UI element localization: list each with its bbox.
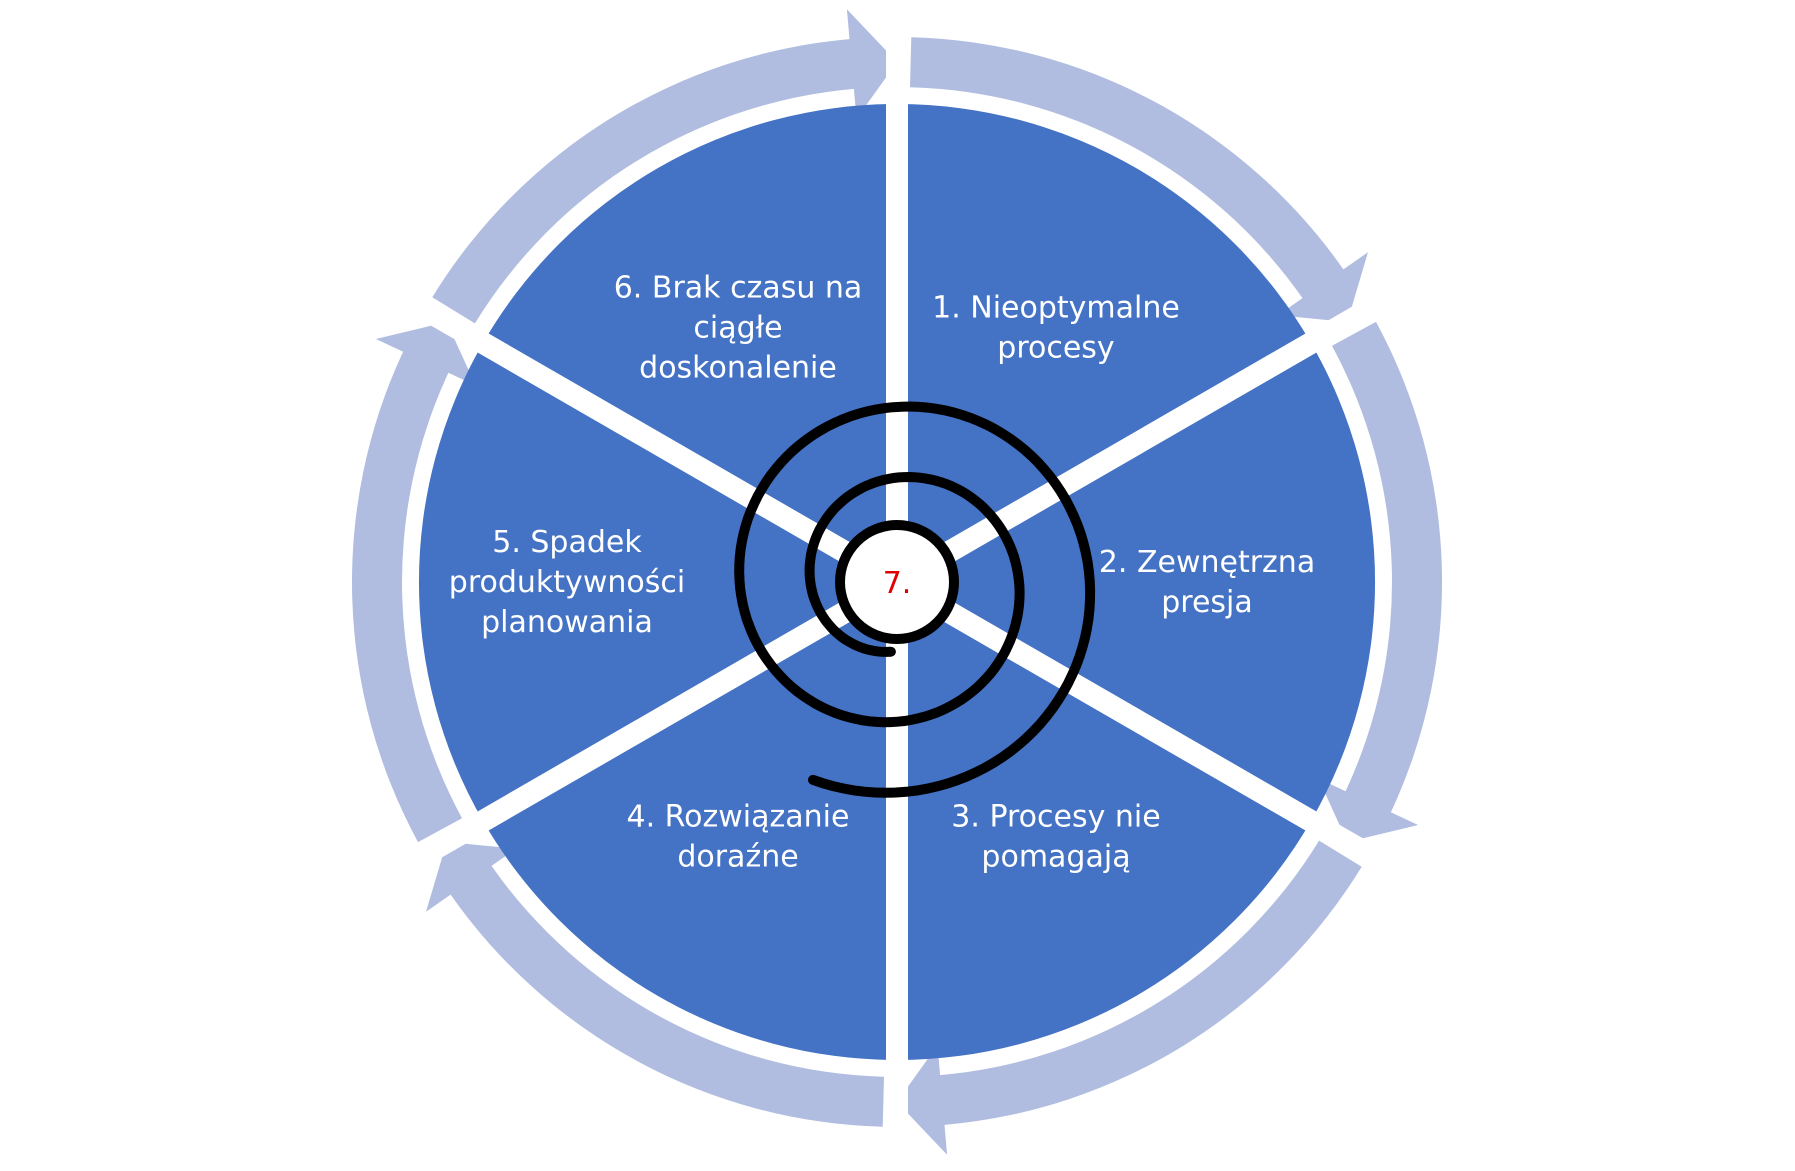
- segment-label-line: ciągłe: [693, 311, 782, 346]
- segment-1: [897, 104, 1311, 582]
- segment-6: [483, 104, 897, 582]
- spiral-icon: [734, 401, 1096, 798]
- segment-label-6: 6. Brak czasu na ciągłe doskonalenie: [614, 271, 863, 386]
- spiral-line: [734, 401, 1096, 798]
- outer-arrow-ring: [351, 9, 1443, 1155]
- segment-label-1: 1. Nieoptymalne procesy: [932, 291, 1180, 366]
- center-label: 7.: [883, 566, 912, 601]
- segment-label-line: planowania: [481, 605, 653, 640]
- segment-4: [483, 582, 897, 1061]
- segment-label-2: 2. Zewnętrzna presja: [1099, 545, 1315, 620]
- cycle-arrow-icon: [351, 322, 476, 843]
- segment-label-line: 6. Brak czasu na: [614, 271, 863, 306]
- cycle-arrow-icon: [1318, 321, 1443, 842]
- segment-label-line: 4. Rozwiązanie: [627, 799, 850, 834]
- center-circle: [835, 520, 959, 644]
- cycle-arrow-icon: [897, 840, 1362, 1155]
- segment-label-3: 3. Procesy nie pomagają: [951, 799, 1160, 874]
- segment-3: [897, 582, 1311, 1061]
- segment-labels: 1. Nieoptymalne procesy 2. Zewnętrzna presj…: [449, 271, 1315, 875]
- segment-label-5: 5. Spadek produktywności planowania: [449, 525, 685, 640]
- segment-label-line: procesy: [997, 331, 1114, 366]
- segment-ring: [418, 104, 1376, 1061]
- segment-label-line: 5. Spadek: [492, 525, 642, 560]
- cycle-arrow-icon: [432, 9, 897, 324]
- segment-5: [418, 343, 897, 821]
- segment-label-4: 4. Rozwiązanie doraźne: [627, 799, 850, 874]
- segment-separator: [891, 572, 1382, 869]
- cycle-arrow-icon: [426, 842, 884, 1127]
- segment-label-line: produktywności: [449, 565, 685, 600]
- segment-label-line: 2. Zewnętrzna: [1099, 545, 1315, 580]
- segment-separator: [412, 572, 903, 869]
- cycle-arrow-icon: [910, 37, 1368, 322]
- segment-label-line: pomagają: [981, 839, 1130, 874]
- segment-separator: [891, 295, 1382, 592]
- segment-label-line: doraźne: [677, 839, 798, 874]
- segment-2: [897, 343, 1376, 821]
- center-node: 7.: [835, 520, 959, 644]
- segment-label-line: presja: [1161, 585, 1253, 620]
- segment-label-line: doskonalenie: [639, 351, 837, 386]
- segment-label-line: 3. Procesy nie: [951, 799, 1160, 834]
- segment-label-line: 1. Nieoptymalne: [932, 291, 1180, 326]
